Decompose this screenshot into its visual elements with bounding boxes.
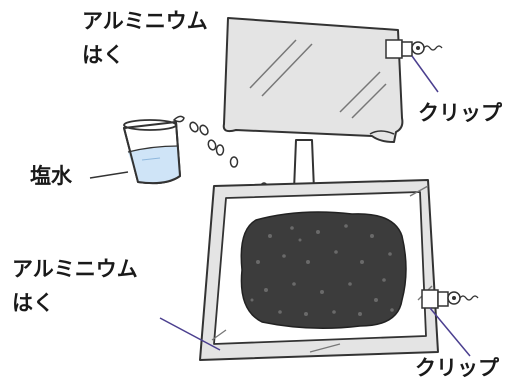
clip-bottom-leader (429, 307, 471, 357)
clip-top-label: クリップ (418, 101, 502, 125)
top-clip (385, 39, 443, 59)
foil-bottom-label-line2: はく (12, 291, 54, 315)
clip-bottom-label: クリップ (415, 356, 499, 380)
charcoal-pile (240, 211, 407, 329)
foil-top-label-line2: はく (82, 43, 124, 67)
clip-top-leader (411, 55, 439, 93)
salt-water-label: 塩水 (30, 164, 72, 188)
bottom-clip (421, 289, 479, 309)
foil-top-label-line1: アルミニウム (82, 9, 208, 33)
foil-bottom-leader (159, 317, 221, 351)
top-foil-sheet (222, 17, 404, 143)
foil-bottom-label-line1: アルミニウム (12, 257, 138, 281)
cup (123, 119, 181, 185)
salt-water-leader (89, 171, 129, 179)
